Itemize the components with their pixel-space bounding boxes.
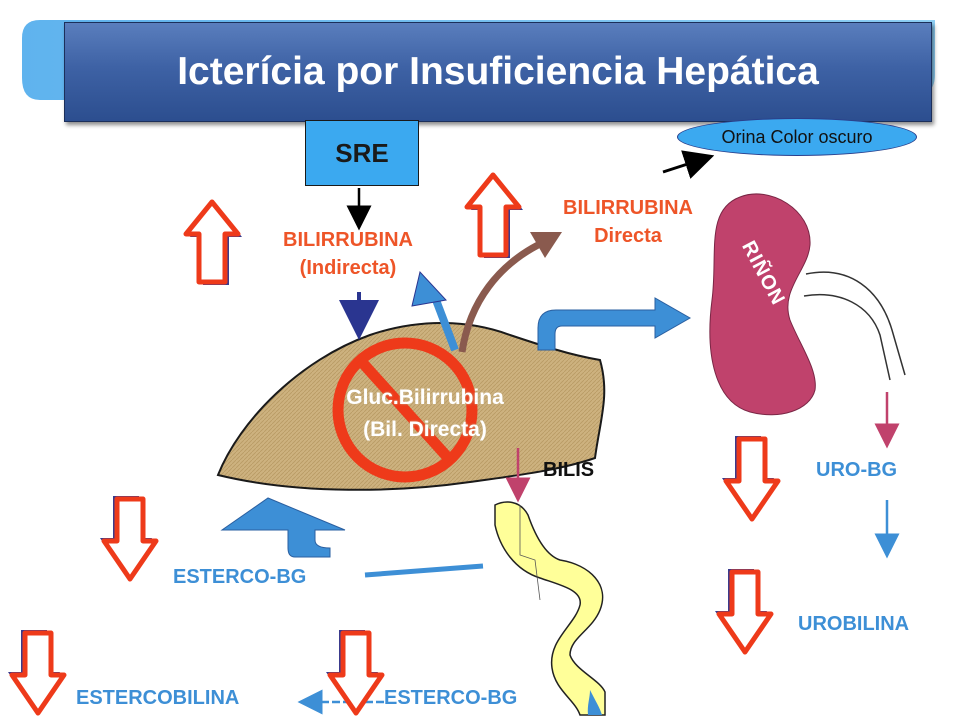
bilirrubina-indirecta-line2: (Indirecta) bbox=[299, 257, 397, 279]
liver-to-directa-arrowhead bbox=[530, 232, 562, 258]
bilirrubina-directa-label: BILIRRUBINA Directa bbox=[530, 194, 726, 250]
uro-bg-label: URO-BG bbox=[816, 459, 898, 481]
esterco-bg-upper-label: ESTERCO-BG bbox=[173, 566, 307, 588]
prohibition-sign bbox=[332, 337, 478, 483]
intestine-shape bbox=[494, 501, 606, 716]
up-arrow-directa bbox=[464, 172, 523, 258]
down-arrow-bilis bbox=[722, 436, 781, 522]
down-arrow-esterco-lower bbox=[326, 630, 385, 716]
up-arrow-indirecta bbox=[183, 199, 242, 285]
down-arrow-urobilina bbox=[715, 569, 774, 655]
liver-to-kidney-arrow bbox=[537, 297, 692, 351]
bilirrubina-directa-line1: BILIRRUBINA bbox=[563, 197, 693, 219]
sre-box: SRE bbox=[305, 120, 419, 186]
bilirrubina-directa-line2: Directa bbox=[594, 225, 662, 247]
estercobg-to-liver-arrow bbox=[220, 497, 346, 558]
liver-label: Gluc.Bilirrubina (Bil. Directa) bbox=[300, 382, 550, 446]
bilis-label: BILIS bbox=[543, 459, 595, 481]
down-arrow-esterco-upper bbox=[100, 496, 159, 582]
liver-to-directa-arrow bbox=[458, 241, 540, 353]
liver-blocked-arrow bbox=[432, 298, 459, 352]
liver-line1: Gluc.Bilirrubina bbox=[346, 386, 504, 409]
orina-pointer-arrow bbox=[662, 150, 715, 179]
liver-shape bbox=[216, 322, 606, 491]
page-title: Icterícia por Insuficiencia Hepática bbox=[64, 22, 932, 122]
liver-line2: (Bil. Directa) bbox=[363, 418, 487, 441]
bilirrubina-indirecta-line1: BILIRRUBINA bbox=[283, 229, 413, 251]
bilirrubina-indirecta-label: BILIRRUBINA (Indirecta) bbox=[250, 226, 446, 282]
estercobilina-label: ESTERCOBILINA bbox=[76, 687, 240, 709]
urobilina-label: UROBILINA bbox=[798, 613, 910, 635]
liver-blocked-arrowhead bbox=[411, 270, 447, 307]
esterco-bg-lower-label: ESTERCO-BG bbox=[384, 687, 518, 709]
down-arrow-estercobilina bbox=[8, 630, 67, 716]
kidney-shape bbox=[709, 193, 906, 416]
orina-oval: Orina Color oscuro bbox=[677, 118, 917, 156]
intestine-to-estercobg-line bbox=[364, 563, 484, 578]
